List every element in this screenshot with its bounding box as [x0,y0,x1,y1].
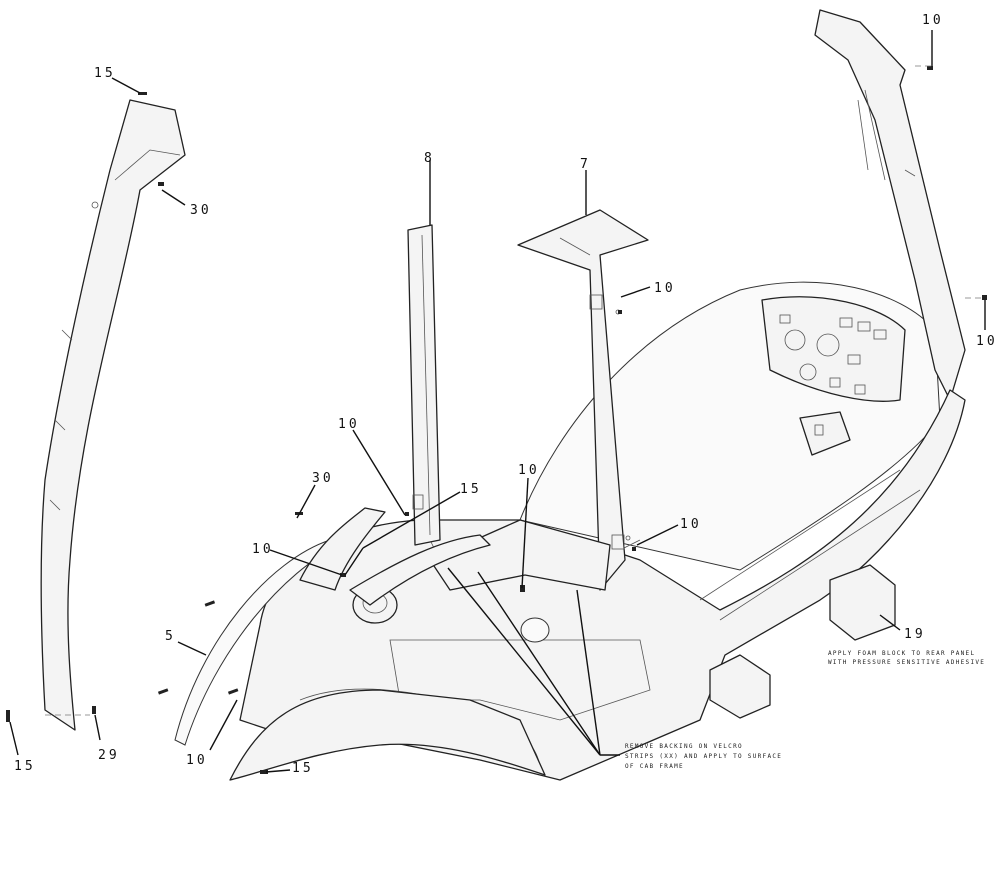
lower-front-trim [229,689,546,781]
callout-15-top: 15 [94,66,116,81]
svg-text:WITH PRESSURE SENSITIVE ADHESI: WITH PRESSURE SENSITIVE ADHESIVE [828,659,985,666]
callout-15-bottomleft: 15 [14,759,36,774]
callout-5: 5 [165,629,176,644]
foam-blocks [709,564,896,719]
callout-10-right: 10 [976,334,998,349]
foam-block-note: APPLY FOAM BLOCK TO REAR PANEL WITH PRES… [828,650,985,666]
cross-panel [429,519,611,591]
svg-text:REMOVE BACKING ON VELCRO: REMOVE BACKING ON VELCRO [625,743,743,750]
left-a-pillar [40,99,186,731]
callout-10-left: 10 [252,542,274,557]
callout-7: 7 [580,157,591,172]
callout-10-pillar8: 10 [338,417,360,432]
leader-lines [9,30,986,773]
callout-29: 29 [98,748,120,763]
instrument-cluster [761,296,906,456]
velcro-note: REMOVE BACKING ON VELCRO STRIPS (XX) AND… [625,743,782,770]
callout-10-bottom: 10 [186,753,208,768]
callout-19: 19 [904,627,926,642]
callout-30-top: 30 [190,203,212,218]
callout-10-pillar7: 10 [654,281,676,296]
callout-10-pillar7-lower: 10 [680,517,702,532]
callout-8: 8 [424,151,435,166]
callout-30-mid: 30 [312,471,334,486]
svg-text:OF CAB FRAME: OF CAB FRAME [625,763,684,770]
upper-curved-trim [299,507,386,591]
pillar-7 [517,209,649,591]
svg-text:STRIPS (XX) AND APPLY TO SURFA: STRIPS (XX) AND APPLY TO SURFACE [625,753,782,760]
svg-text:APPLY FOAM BLOCK TO REAR PANEL: APPLY FOAM BLOCK TO REAR PANEL [828,650,975,657]
callout-labels: 15 30 8 7 10 10 10 10 30 10 15 10 10 5 1… [14,13,998,776]
pillar-8 [407,224,441,546]
callout-10-topright: 10 [922,13,944,28]
callout-15-bottom: 15 [292,761,314,776]
callout-15-center: 15 [460,482,482,497]
callout-10-center: 10 [518,463,540,478]
